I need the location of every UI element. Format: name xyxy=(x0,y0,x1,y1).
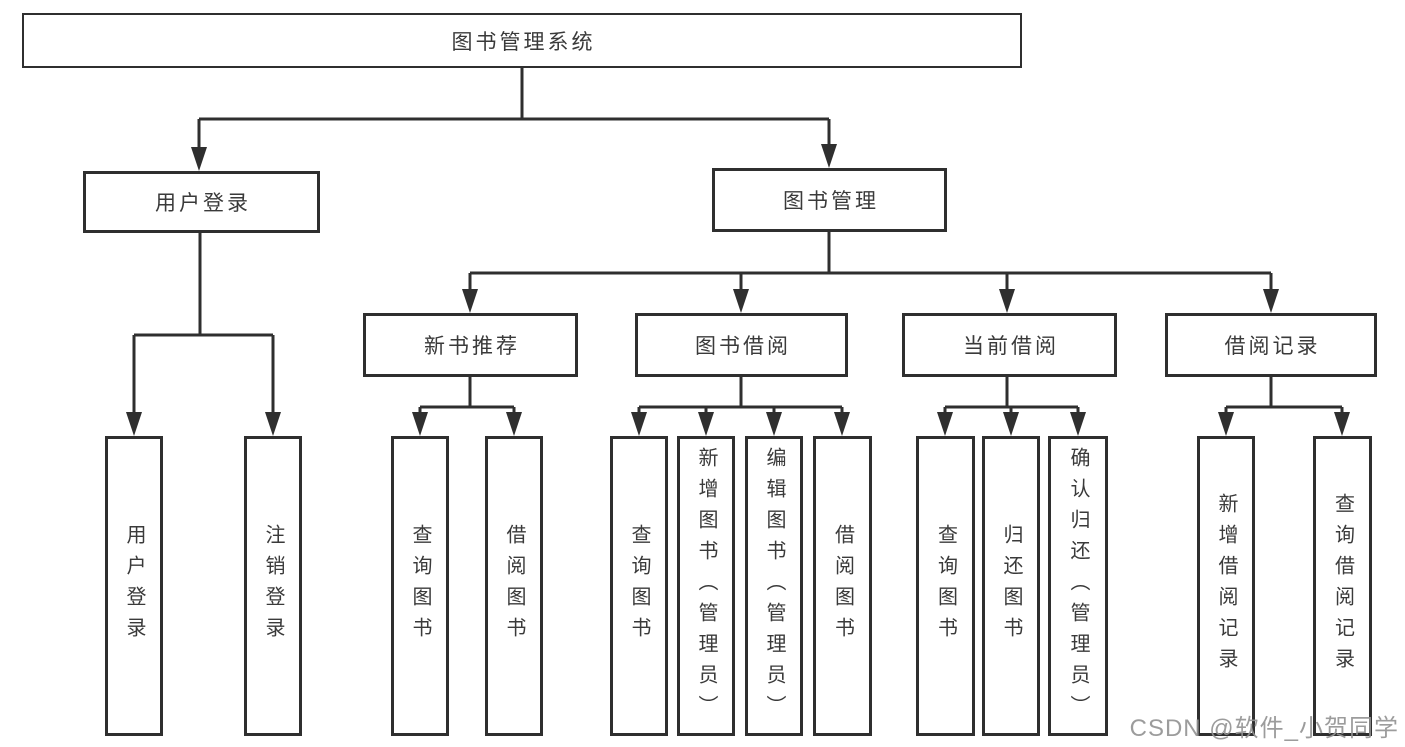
leaf-borrow-books: 借阅图书 xyxy=(813,436,872,736)
connector-path xyxy=(637,377,844,417)
node-label: 图书管理系统 xyxy=(451,30,596,54)
leaf-label: 借阅图书 xyxy=(831,524,854,648)
arrowhead-icon xyxy=(126,412,142,436)
connector-new-book-to-leaves xyxy=(412,377,522,436)
leaf-label: 查询借阅记录 xyxy=(1331,493,1354,679)
leaf-label: 归还图书 xyxy=(1000,524,1022,648)
leaf-label: 确认归还（管理员） xyxy=(1067,446,1089,726)
arrowhead-icon xyxy=(766,412,782,436)
leaf-label: 查询图书 xyxy=(934,524,957,648)
leaf-label: 查询图书 xyxy=(409,524,431,648)
arrowhead-icon xyxy=(937,412,953,436)
connector-path xyxy=(132,233,275,417)
connector-root-to-level2 xyxy=(191,68,837,171)
node-label: 图书借阅 xyxy=(695,335,791,358)
leaf-label: 编辑图书（管理员） xyxy=(763,446,785,726)
connector-current-borrow-to-leaves xyxy=(937,377,1086,436)
arrowhead-icon xyxy=(412,412,428,436)
node-borrow-records: 借阅记录 xyxy=(1165,313,1377,377)
leaf-add-borrow-record: 新增借阅记录 xyxy=(1197,436,1255,736)
leaf-label: 借阅图书 xyxy=(503,524,525,648)
connector-borrow-records-to-leaves xyxy=(1218,377,1350,436)
connector-path xyxy=(197,68,831,152)
node-user-login: 用户登录 xyxy=(83,171,320,233)
leaf-label: 新增图书（管理员） xyxy=(695,446,717,726)
arrowhead-icon xyxy=(462,289,478,313)
connector-path xyxy=(468,232,1273,294)
leaf-query-borrow-record: 查询借阅记录 xyxy=(1313,436,1372,736)
leaf-query-books: 查询图书 xyxy=(610,436,668,736)
arrowhead-icon xyxy=(506,412,522,436)
arrowhead-icon xyxy=(834,412,850,436)
connector-path xyxy=(418,377,516,417)
arrowhead-icon xyxy=(1218,412,1234,436)
node-book-management: 图书管理 xyxy=(712,168,947,232)
connector-user-login-to-leaves xyxy=(126,233,281,436)
arrowhead-icon xyxy=(733,289,749,313)
arrowhead-icon xyxy=(1003,412,1019,436)
connector-path xyxy=(1224,377,1344,417)
node-label: 当前借阅 xyxy=(963,335,1059,358)
node-book-borrow: 图书借阅 xyxy=(635,313,848,377)
leaf-label: 查询图书 xyxy=(628,524,650,648)
leaf-label: 注销登录 xyxy=(262,524,284,648)
arrowhead-icon xyxy=(191,147,207,171)
arrowhead-icon xyxy=(821,144,837,168)
arrowhead-icon xyxy=(1263,289,1279,313)
connector-book-management-to-level3 xyxy=(462,232,1279,313)
node-root-system: 图书管理系统 xyxy=(22,13,1022,68)
node-label: 借阅记录 xyxy=(1224,335,1321,358)
arrowhead-icon xyxy=(1334,412,1350,436)
connector-book-borrow-to-leaves xyxy=(631,377,850,436)
leaf-add-books-admin: 新增图书（管理员） xyxy=(677,436,735,736)
leaf-borrow-books: 借阅图书 xyxy=(485,436,543,736)
arrowhead-icon xyxy=(698,412,714,436)
node-label: 图书管理 xyxy=(783,190,879,213)
leaf-return-books: 归还图书 xyxy=(982,436,1040,736)
leaf-edit-books-admin: 编辑图书（管理员） xyxy=(745,436,803,736)
arrowhead-icon xyxy=(999,289,1015,313)
leaf-label: 用户登录 xyxy=(123,524,145,648)
leaf-user-login: 用户登录 xyxy=(105,436,163,736)
node-label: 用户登录 xyxy=(155,192,251,215)
node-new-book-recommend: 新书推荐 xyxy=(363,313,578,377)
leaf-label: 新增借阅记录 xyxy=(1215,493,1237,679)
leaf-query-books: 查询图书 xyxy=(391,436,449,736)
node-label: 新书推荐 xyxy=(424,335,520,358)
node-current-borrow: 当前借阅 xyxy=(902,313,1117,377)
leaf-logout: 注销登录 xyxy=(244,436,302,736)
leaf-confirm-return-admin: 确认归还（管理员） xyxy=(1048,436,1108,736)
leaf-query-books: 查询图书 xyxy=(916,436,975,736)
csdn-watermark: CSDN @软件_小贺同学 xyxy=(1129,715,1399,742)
arrowhead-icon xyxy=(265,412,281,436)
arrowhead-icon xyxy=(631,412,647,436)
connector-path xyxy=(943,377,1080,417)
arrowhead-icon xyxy=(1070,412,1086,436)
